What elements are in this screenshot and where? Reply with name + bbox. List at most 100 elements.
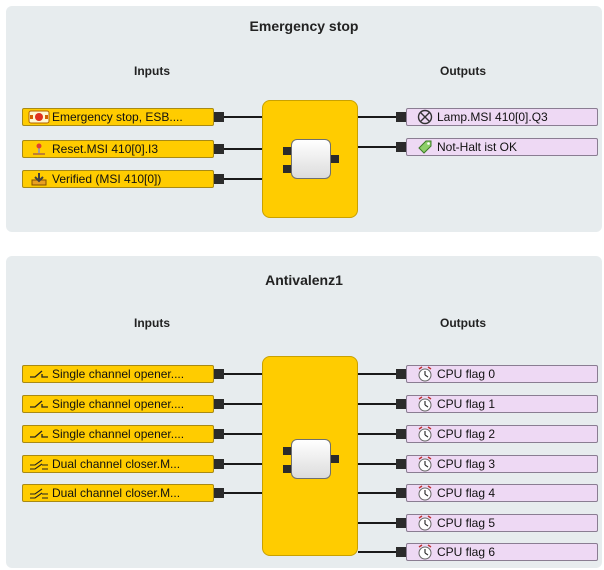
input-single-channel-opener[interactable]: Single channel opener.... [22,425,214,443]
output-port[interactable] [396,459,406,469]
block-core-icon [291,139,331,179]
input-reset[interactable]: Reset.MSI 410[0].I3 [22,140,214,158]
panel-emergency-stop: Emergency stop Inputs Outputs Emergency … [6,6,602,232]
wire [224,403,262,405]
output-cpu-flag-3[interactable]: CPU flag 3 [406,455,598,473]
cpu-flag-icon [413,456,437,472]
wire [358,146,396,148]
input-single-channel-opener[interactable]: Single channel opener.... [22,365,214,383]
output-port[interactable] [396,112,406,122]
output-label: Lamp.MSI 410[0].Q3 [437,110,548,124]
cpu-flag-icon [413,396,437,412]
block-pin [283,147,291,155]
wire [224,463,262,465]
input-label: Emergency stop, ESB.... [52,110,183,124]
panel-title: Emergency stop [249,18,359,34]
output-label: CPU flag 4 [437,486,496,500]
output-not-halt[interactable]: Not-Halt ist OK [406,138,598,156]
input-emergency-stop[interactable]: Emergency stop, ESB.... [22,108,214,126]
opener-contact-icon [26,428,52,440]
input-verified[interactable]: Verified (MSI 410[0]) [22,170,214,188]
block-pin [331,455,339,463]
input-label: Reset.MSI 410[0].I3 [52,142,159,156]
output-port[interactable] [396,429,406,439]
block-pin [283,465,291,473]
output-port[interactable] [396,369,406,379]
wire [358,433,396,435]
input-port[interactable] [214,144,224,154]
dual-closer-icon [26,458,52,470]
cpu-flag-icon [413,485,437,501]
output-cpu-flag-1[interactable]: CPU flag 1 [406,395,598,413]
cpu-flag-icon [413,426,437,442]
block-core-icon [291,439,331,479]
output-label: CPU flag 1 [437,397,496,411]
output-cpu-flag-6[interactable]: CPU flag 6 [406,543,598,561]
cpu-flag-icon [413,544,437,560]
input-label: Dual channel closer.M... [52,486,181,500]
panel-title: Antivalenz1 [265,272,343,288]
logic-block[interactable] [262,100,358,218]
wire [224,433,262,435]
output-port[interactable] [396,142,406,152]
logic-block[interactable] [262,356,358,556]
output-cpu-flag-4[interactable]: CPU flag 4 [406,484,598,502]
wire [224,492,262,494]
wire [358,463,396,465]
output-cpu-flag-0[interactable]: CPU flag 0 [406,365,598,383]
input-label: Single channel opener.... [52,427,185,441]
output-label: CPU flag 2 [437,427,496,441]
input-dual-channel-closer[interactable]: Dual channel closer.M... [22,484,214,502]
input-port[interactable] [214,429,224,439]
inputs-heading: Inputs [134,316,170,330]
input-port[interactable] [214,112,224,122]
input-label: Verified (MSI 410[0]) [52,172,162,186]
output-cpu-flag-5[interactable]: CPU flag 5 [406,514,598,532]
output-label: CPU flag 5 [437,516,496,530]
output-label: Not-Halt ist OK [437,140,518,154]
input-label: Single channel opener.... [52,397,185,411]
input-label: Dual channel closer.M... [52,457,181,471]
dual-closer-icon [26,487,52,499]
output-port[interactable] [396,488,406,498]
wire [224,116,262,118]
input-port[interactable] [214,459,224,469]
inputs-heading: Inputs [134,64,170,78]
output-port[interactable] [396,547,406,557]
output-lamp[interactable]: Lamp.MSI 410[0].Q3 [406,108,598,126]
output-port[interactable] [396,518,406,528]
input-dual-channel-closer[interactable]: Dual channel closer.M... [22,455,214,473]
output-cpu-flag-2[interactable]: CPU flag 2 [406,425,598,443]
block-pin [331,155,339,163]
input-port[interactable] [214,488,224,498]
wire [224,373,262,375]
verified-icon [26,172,52,186]
block-pin [283,165,291,173]
opener-contact-icon [26,398,52,410]
wire [358,403,396,405]
block-pin [283,447,291,455]
output-port[interactable] [396,399,406,409]
output-label: CPU flag 0 [437,367,496,381]
output-label: CPU flag 6 [437,545,496,559]
input-label: Single channel opener.... [52,367,185,381]
outputs-heading: Outputs [440,316,486,330]
emergency-stop-icon [26,110,52,124]
input-port[interactable] [214,399,224,409]
panel-antivalenz1: Antivalenz1 Inputs Outputs Single channe… [6,256,602,568]
wire [358,551,396,553]
cpu-flag-icon [413,366,437,382]
opener-contact-icon [26,368,52,380]
cpu-flag-icon [413,515,437,531]
wire [224,178,262,180]
outputs-heading: Outputs [440,64,486,78]
input-port[interactable] [214,174,224,184]
input-single-channel-opener[interactable]: Single channel opener.... [22,395,214,413]
reset-icon [26,142,52,156]
input-port[interactable] [214,369,224,379]
wire [358,373,396,375]
lamp-icon [413,109,437,125]
wire [224,148,262,150]
wire [358,492,396,494]
output-label: CPU flag 3 [437,457,496,471]
